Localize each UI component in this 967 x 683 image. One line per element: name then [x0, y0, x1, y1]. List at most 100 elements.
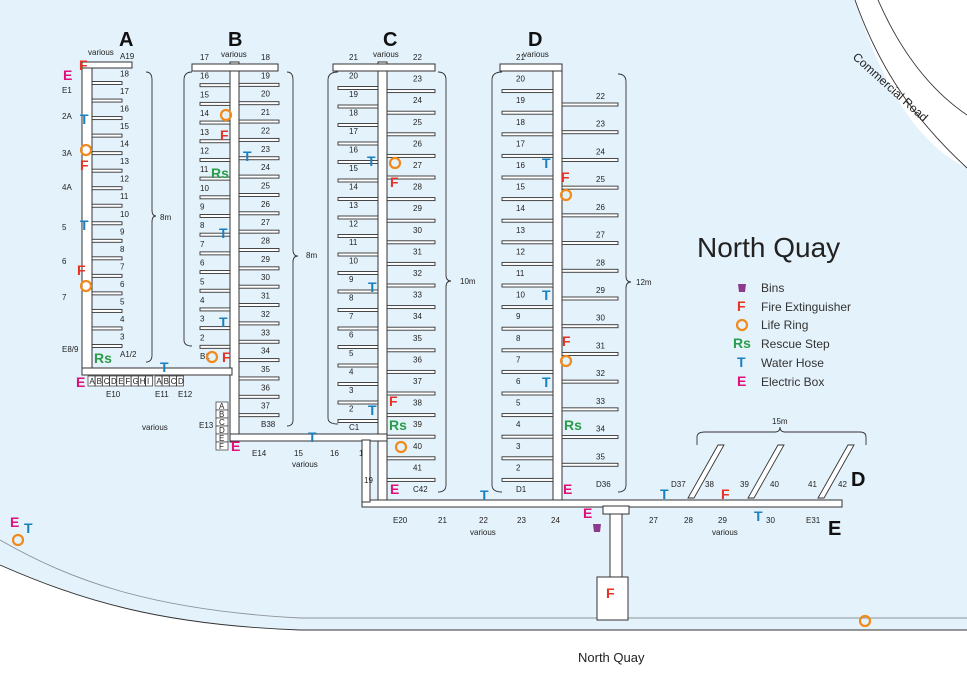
pier-b-berth-right: B38: [261, 420, 276, 429]
walkway-main-various: various: [470, 528, 496, 537]
pier-c-berth-right: 41: [413, 463, 422, 472]
pier-c-finger-right: [386, 413, 436, 418]
berth-box-letter: F: [125, 377, 130, 386]
pier-b-finger-right: [238, 82, 280, 87]
pier-b-berth-left: 2: [200, 333, 205, 342]
pier-c-finger-left: [337, 215, 379, 220]
walkway-main-berth: 27: [649, 516, 658, 525]
bins-icon: [593, 524, 601, 532]
walkway-a-e12: E12: [178, 390, 193, 399]
pier-d-berth-right: 29: [596, 286, 605, 295]
pier-d-berth-left: 4: [516, 420, 521, 429]
pier-d-berth-left: 7: [516, 355, 521, 364]
pier-b-berth-right: 24: [261, 163, 270, 172]
pier-d-berth-left: 11: [516, 269, 525, 278]
pier-c-finger-right: [386, 348, 436, 353]
pier-c-berth-right: 30: [413, 226, 422, 235]
pier-c-finger-left: [337, 160, 379, 164]
pier-a-berth: 6: [120, 280, 125, 289]
pier-c-finger-left: [337, 382, 379, 386]
legend-hose: Water Hose: [761, 356, 824, 370]
pier-d-berth-right: 27: [596, 231, 605, 240]
berth-box: [145, 375, 153, 387]
water-hose-icon: T: [219, 314, 228, 330]
pier-a-width: 8m: [160, 213, 171, 222]
pier-c-berth-right: 38: [413, 399, 422, 408]
pier-b-berth-right: 20: [261, 90, 270, 99]
dext-berth: 41: [808, 480, 817, 489]
pier-c-finger-right: [386, 456, 436, 461]
bins-icon: [738, 284, 746, 292]
pier-d-finger-left: [501, 197, 554, 202]
pier-b-berth-right: 37: [261, 402, 270, 411]
pier-b-berth-left: 4: [200, 296, 205, 305]
fire-extinguisher-icon: F: [737, 298, 746, 314]
pier-c-berth-right: 37: [413, 377, 422, 386]
pier-b-finger-left: [199, 270, 231, 275]
electric-box-icon: E: [583, 505, 592, 521]
pier-d-spine: [552, 63, 563, 501]
walkway-a-e10: E10: [106, 390, 121, 399]
pier-a-berth: 17: [120, 87, 129, 96]
pier-c-berth-left: 13: [349, 201, 358, 210]
walkway-main: [361, 499, 843, 508]
fire-extinguisher-icon: F: [79, 57, 88, 73]
pier-a-berth: 5: [120, 297, 125, 306]
water-hose-icon: T: [368, 279, 377, 295]
berth-box-letter: A: [219, 402, 225, 411]
pier-c-berth-left: 4: [349, 368, 354, 377]
pier-c-berth-right: 33: [413, 291, 422, 300]
pier-c-berth-left: 21: [349, 53, 358, 62]
pier-a-finger: [91, 238, 123, 243]
water-hose-icon: T: [737, 354, 746, 370]
legend-fire: Fire Extinguisher: [761, 300, 851, 314]
fire-extinguisher-icon: F: [80, 157, 89, 173]
pier-a-finger: [91, 186, 123, 191]
life-ring-icon: [559, 354, 573, 368]
pier-c-berth-left: 3: [349, 386, 354, 395]
dext-finger: [747, 444, 785, 499]
pier-d-finger-left: [501, 110, 554, 115]
pier-b-berth-left: 9: [200, 203, 205, 212]
pier-d-finger-right: [561, 407, 619, 412]
pier-a-finger: [91, 203, 123, 208]
pier-d-finger-left: [501, 369, 554, 374]
pier-c-berth-left: 8: [349, 294, 354, 303]
pier-d-finger-right: [561, 351, 619, 356]
pier-c-berth-left: 19: [349, 90, 358, 99]
pier-b-berth-right: 19: [261, 71, 270, 80]
road-edge-1: [854, 0, 967, 169]
pier-b-berth-left: 15: [200, 90, 209, 99]
dext-letter: D: [851, 469, 865, 491]
pier-a-finger: [91, 98, 123, 103]
pier-c-berth-right: 36: [413, 355, 422, 364]
pier-d-finger-right: [561, 379, 619, 384]
pier-c-brace-l: [327, 71, 339, 425]
berth-box: [215, 441, 229, 451]
pier-d-berth-right: 22: [596, 92, 605, 101]
pier-b-berth-left: 17: [200, 53, 209, 62]
pier-c-finger-left: [337, 363, 379, 368]
pier-b-finger-right: [238, 248, 280, 252]
pier-d-finger-left: [501, 283, 554, 288]
pier-b-head: [191, 63, 279, 72]
water-hose-icon: T: [367, 153, 376, 169]
electric-box-icon: E: [76, 374, 85, 390]
pier-c-finger-left: [337, 400, 379, 405]
dext-berth: 42: [838, 480, 847, 489]
pier-d-finger-left: [501, 413, 554, 418]
pier-b-berth-right: 29: [261, 255, 270, 264]
fire-extinguisher-icon: F: [389, 393, 398, 409]
pier-b-berth-left: 14: [200, 109, 209, 118]
pier-d-berth-right: 30: [596, 314, 605, 323]
berth-box-letter: B: [97, 377, 102, 386]
pier-c-finger-left: [337, 419, 379, 423]
pier-b-finger-left: [199, 157, 231, 162]
water-hose-icon: T: [24, 520, 33, 536]
walkway-main-berth: E20: [393, 516, 408, 525]
gangway-head: [602, 505, 630, 515]
life-ring-icon: [858, 614, 872, 628]
legend: Bins F Fire Extinguisher Life Ring Rs Re…: [733, 281, 851, 389]
pier-d-letter: D: [528, 29, 542, 51]
pier-c-finger-left: [337, 104, 379, 109]
